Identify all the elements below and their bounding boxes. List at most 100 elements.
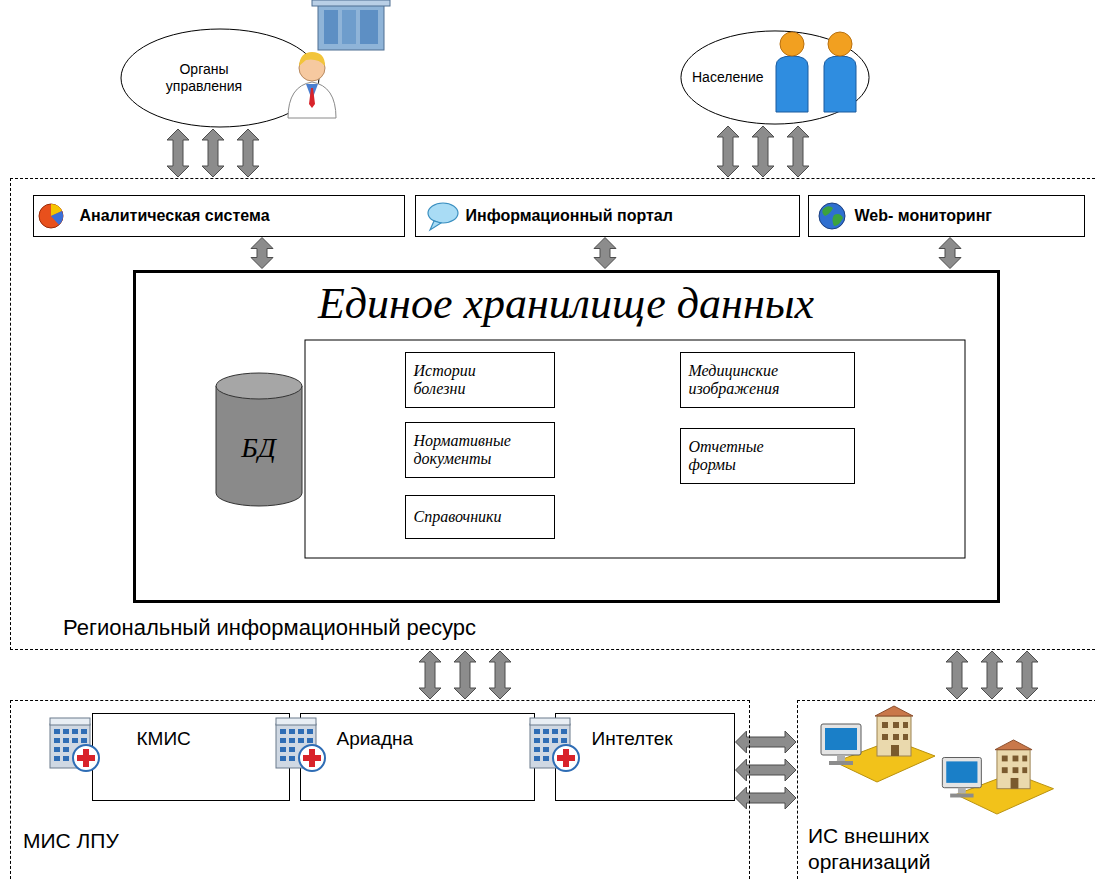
pie-chart-icon: [51, 204, 62, 216]
block-arrow: [251, 238, 273, 269]
official-person-icon: [288, 52, 336, 118]
storage-box: Единое хранилище данныхБД Истории болезни…: [133, 270, 1000, 603]
node-label: Органы управления: [160, 61, 248, 95]
block-arrow: [946, 651, 1038, 699]
block-arrow: [787, 126, 809, 177]
hospital-icon: [276, 718, 325, 771]
node-label: Аналитическая система: [80, 206, 270, 225]
data-box: Нормативные документы: [405, 422, 555, 478]
service-box: Web- мониторинг: [808, 195, 1085, 237]
block-arrow: [939, 238, 961, 269]
actor-ellipse: Органы управления: [120, 28, 320, 128]
pie-chart-icon: [39, 204, 63, 228]
block-arrow: [1016, 651, 1038, 699]
data-box: Отчетные формы: [680, 428, 855, 484]
block-arrow: [717, 126, 809, 177]
people-icon: [776, 32, 856, 112]
block-arrow: [237, 129, 259, 177]
official-person-icon: [309, 88, 315, 108]
block-arrow: [167, 129, 259, 177]
block-arrow: [717, 126, 739, 177]
globe-icon: [822, 206, 833, 216]
government-building-icon: [360, 10, 378, 44]
pie-chart-icon: [51, 211, 63, 225]
people-icon: [780, 32, 804, 56]
data-box: Медицинские изображения: [680, 352, 855, 408]
node-label: БД: [241, 433, 276, 464]
organization-icon: [942, 740, 1053, 814]
data-box: Справочники: [405, 495, 555, 539]
region-frame: МИС ЛПУ КМИС Ариадна Интелтек: [10, 700, 750, 879]
pie-chart-icon: [39, 204, 63, 228]
node-label: Единое хранилище данных: [318, 279, 814, 330]
node-label: Web- мониторинг: [855, 206, 993, 225]
block-arrow: [736, 731, 797, 809]
people-icon: [824, 56, 856, 112]
region-frame: Региональный информационный ресурс Аналит…: [10, 178, 1095, 650]
globe-icon: [833, 214, 844, 226]
service-box: Информационный портал: [415, 195, 800, 237]
government-building-icon: [342, 10, 356, 44]
node-label: Интелтек: [592, 728, 673, 751]
people-icon: [776, 56, 808, 112]
globe-icon: [819, 203, 845, 229]
speech-bubble-icon: [428, 203, 458, 223]
block-arrow: [251, 238, 273, 269]
service-box: Аналитическая система: [33, 195, 405, 237]
node-label: Население: [692, 69, 764, 86]
node-label: Отчетные формы: [689, 438, 779, 473]
official-person-icon: [299, 55, 325, 81]
region-label: ИС внешних организаций: [808, 823, 977, 876]
speech-bubble-icon: [428, 203, 458, 230]
block-arrow: [752, 126, 774, 177]
speech-bubble-icon: [430, 221, 441, 230]
system-box: Интелтек: [555, 713, 735, 801]
government-building-icon: [312, 0, 390, 6]
region-label: Региональный информационный ресурс: [63, 615, 476, 641]
people-icon: [828, 32, 852, 56]
region-label: МИС ЛПУ: [23, 828, 119, 853]
node-label: Ариадна: [337, 728, 414, 751]
block-arrow: [981, 651, 1003, 699]
ellipse-outline: [681, 31, 869, 124]
node-label: Информационный портал: [466, 206, 673, 225]
region-frame: ИС внешних организаций: [797, 700, 1095, 879]
official-person-icon: [299, 52, 325, 66]
hospital-icon: [530, 718, 579, 771]
block-arrow: [594, 238, 616, 269]
block-arrow: [419, 651, 441, 699]
node-label: Справочники: [414, 508, 502, 526]
block-arrow: [736, 759, 797, 781]
node-label: Истории болезни: [414, 362, 522, 397]
official-person-icon: [288, 82, 336, 118]
organization-icon: [821, 706, 935, 782]
node-label: КМИС: [137, 728, 191, 751]
cylinder-top: [216, 373, 302, 399]
government-building-icon: [324, 10, 338, 44]
block-arrow: [489, 651, 511, 699]
globe-icon: [819, 203, 845, 229]
ellipse-outline: [121, 29, 319, 127]
government-building-icon: [312, 0, 390, 50]
organization-icon: [942, 740, 1053, 814]
block-arrow: [946, 651, 968, 699]
system-box: КМИС: [92, 713, 290, 801]
organization-icon: [821, 706, 935, 782]
block-arrow: [454, 651, 476, 699]
hospital-icon: [276, 718, 325, 771]
system-box: Ариадна: [300, 713, 535, 801]
block-arrow: [594, 238, 616, 269]
government-building-icon: [318, 4, 384, 50]
node-label: Медицинские изображения: [689, 362, 807, 397]
hospital-icon: [530, 718, 579, 771]
actor-ellipse: Население: [680, 30, 870, 125]
node-label: Нормативные документы: [414, 432, 522, 467]
block-arrow: [736, 787, 797, 809]
database-cylinder: БД: [215, 372, 303, 507]
data-box: Истории болезни: [405, 352, 555, 408]
cylinder-body: [216, 386, 302, 506]
block-arrow: [202, 129, 224, 177]
hospital-icon: [50, 718, 99, 771]
official-person-icon: [306, 84, 318, 100]
